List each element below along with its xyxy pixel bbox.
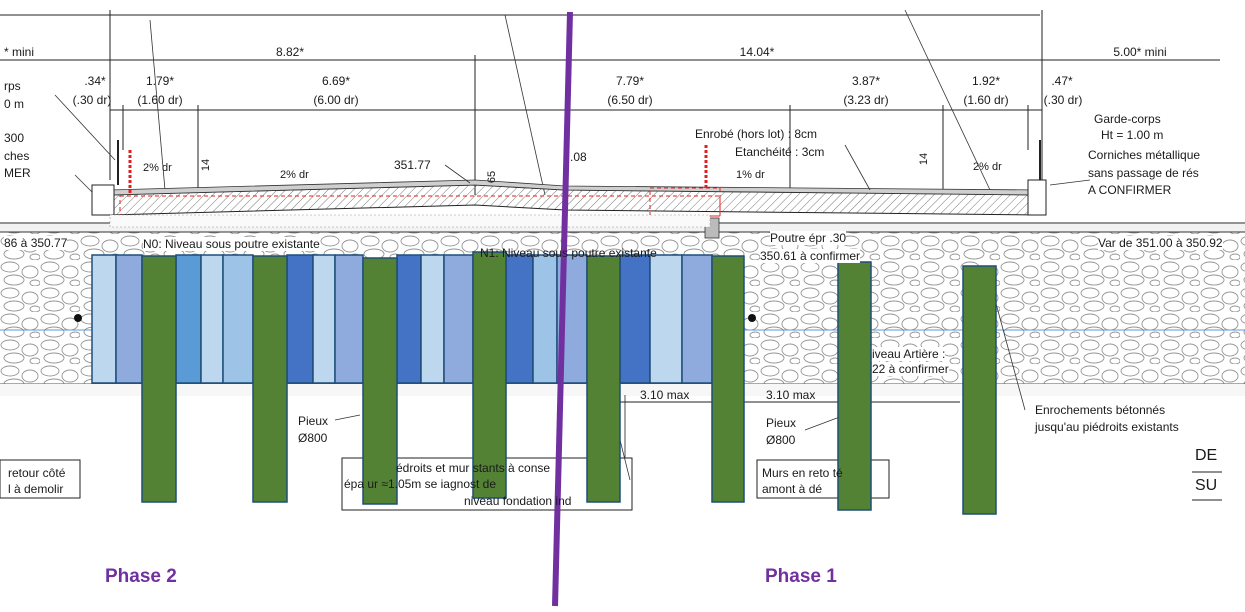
label-retour-1: retour côté — [8, 466, 66, 480]
dim-310-b: 3.10 max — [766, 388, 816, 402]
panel-6 — [286, 254, 314, 384]
label-su: SU — [1195, 477, 1218, 494]
dim-sub-5: 3.87* — [851, 74, 881, 88]
pile-1 — [141, 255, 177, 503]
label-piedroits-1: édroits et mur stants à conse — [396, 461, 551, 475]
label-de: DE — [1195, 447, 1218, 464]
label-pieux-left-1: Pieux — [298, 414, 329, 428]
slope-left-a: 2% dr — [143, 162, 172, 174]
panel-2 — [115, 254, 143, 384]
panel-15 — [619, 254, 651, 384]
panel-1 — [91, 254, 117, 384]
dim-sub-3: 6.69* — [321, 74, 351, 88]
label-enroch-2: jusqu'au piédroits existants — [1035, 420, 1179, 434]
label-gc-title: Garde-corps — [1094, 112, 1161, 126]
label-corniches-1: Corniches métallique — [1088, 148, 1201, 162]
label-gc-ht: Ht = 1.00 m — [1101, 128, 1164, 142]
dim-sub-1-dr: (.30 dr) — [72, 93, 112, 107]
parapet-left — [91, 184, 115, 216]
panel-16 — [649, 254, 683, 384]
panel-8 — [334, 254, 364, 384]
label-enrobe: Enrobé (hors lot) : 8cm — [695, 127, 818, 141]
phase-2-label: Phase 2 — [105, 566, 177, 587]
dim-65: 65 — [486, 170, 499, 184]
label-n0: N0: Niveau sous poutre existante — [143, 237, 320, 251]
label-enroch-1: Enrochements bétonnés — [1035, 403, 1166, 417]
dim-14-right: 14 — [918, 152, 931, 166]
dim-sub-3-dr: (6.00 dr) — [313, 93, 359, 107]
panel-11 — [443, 254, 474, 384]
panel-9 — [396, 254, 422, 384]
dim-310-a: 3.10 max — [640, 388, 690, 402]
dim-sub-6: 1.92* — [971, 74, 1001, 88]
label-var-left: 86 à 350.77 — [4, 236, 68, 250]
label-left-rps: rps — [4, 79, 21, 93]
panel-5 — [222, 254, 254, 384]
label-pieux-right-1: Pieux — [766, 416, 797, 430]
pile-2 — [252, 255, 288, 503]
dim-sub-2-dr: (1.60 dr) — [137, 93, 183, 107]
dim-14-left: 14 — [200, 158, 213, 172]
sheet-pile-wall — [91, 254, 713, 384]
label-retour-2: l à demolir — [8, 482, 64, 496]
slope-right-a: 1% dr — [736, 169, 765, 181]
dim-sub-4-dr: (6.50 dr) — [607, 93, 653, 107]
dim-top-left: * mini — [4, 45, 35, 59]
phase-divider — [552, 11, 573, 607]
phase-1-label: Phase 1 — [765, 566, 837, 587]
dim-sub-6-dr: (1.60 dr) — [963, 93, 1009, 107]
parapet-right — [1027, 179, 1047, 216]
label-left-mer: MER — [4, 166, 31, 180]
label-etancheite: Etanchéité : 3cm — [735, 145, 825, 159]
dim-left-span: 8.82* — [275, 45, 305, 59]
pile-7 — [837, 261, 872, 511]
pile-3 — [362, 257, 398, 505]
label-left-ches: ches — [4, 149, 30, 163]
dim-sub-2: 1.79* — [145, 74, 175, 88]
pile-5 — [586, 255, 621, 503]
label-poutre-1: Poutre épr .30 — [770, 231, 847, 245]
panel-3 — [175, 254, 202, 384]
panel-17 — [681, 254, 713, 384]
label-n1: N1: Niveau sous poutre existante — [480, 246, 657, 260]
slope-right-b: 2% dr — [973, 161, 1002, 173]
dim-sub-7: .47* — [1051, 74, 1073, 88]
label-corniches-2: sans passage de rés — [1088, 166, 1199, 180]
label-murs-1: Murs en reto té — [762, 466, 843, 480]
dim-top-right: 5.00* mini — [1113, 45, 1167, 59]
label-murs-2: amont à dé — [762, 482, 823, 496]
dim-sub-1: .34* — [84, 74, 106, 88]
label-niveau-2: 22 à confirmer — [872, 362, 949, 376]
pile-6 — [711, 255, 745, 503]
panel-13 — [532, 254, 558, 384]
panel-4 — [200, 254, 224, 384]
dim-right-span: 14.04* — [739, 45, 775, 59]
pile-4 — [472, 251, 507, 499]
panel-12 — [505, 254, 534, 384]
panel-10 — [420, 254, 445, 384]
label-var-right: Var de 351.00 à 350.92 — [1098, 236, 1223, 250]
label-piedroits-3: niveau fondation ind — [464, 494, 572, 508]
label-left-300: 300 — [4, 131, 25, 145]
label-left-0m: 0 m — [4, 97, 25, 111]
panel-7 — [312, 254, 336, 384]
note-box-retour — [0, 459, 81, 499]
dim-sub-5-dr: (3.23 dr) — [843, 93, 889, 107]
dim-sub-7-dr: (.30 dr) — [1043, 93, 1083, 107]
label-poutre-2: 350.61 à confirmer — [760, 249, 861, 263]
label-niveau-1: iveau Artière : — [872, 347, 946, 361]
label-pieux-left-2: Ø800 — [298, 431, 328, 445]
level-35177: 351.77 — [394, 158, 431, 172]
label-corniches-3: A CONFIRMER — [1088, 183, 1172, 197]
pile-8 — [962, 265, 997, 515]
dim-sub-4: 7.79* — [615, 74, 645, 88]
piles — [141, 251, 997, 515]
label-piedroits-2: épa ur ≈1.05m se iagnost de — [344, 477, 497, 491]
lower-soil — [0, 384, 1245, 396]
slope-left-b: 2% dr — [280, 169, 309, 181]
dim-08: .08 — [570, 150, 587, 164]
label-pieux-right-2: Ø800 — [766, 433, 796, 447]
